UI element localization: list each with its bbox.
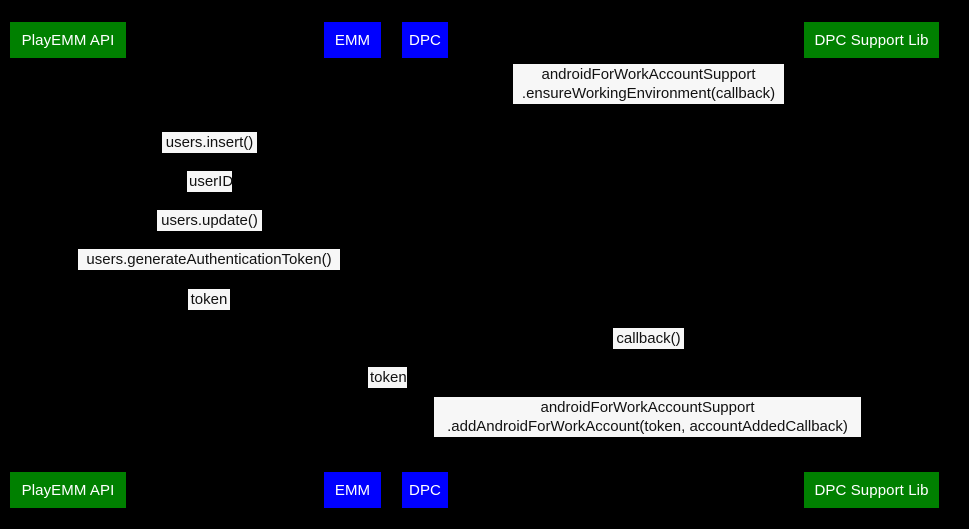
- message-text: users.update(): [161, 212, 258, 229]
- participant-top-dpc-support-lib[interactable]: DPC Support Lib: [804, 22, 939, 58]
- message-label-add-android-for-work-account: androidForWorkAccountSupport .addAndroid…: [434, 397, 861, 437]
- message-label-users-insert: users.insert(): [162, 132, 257, 153]
- participant-top-emm[interactable]: EMM: [324, 22, 381, 58]
- message-text: userID: [189, 173, 234, 190]
- message-text: users.generateAuthenticationToken(): [86, 251, 332, 268]
- message-text: token: [370, 369, 407, 386]
- message-label-callback: callback(): [613, 328, 684, 349]
- message-label-user-id: userID: [187, 171, 234, 192]
- participant-bottom-dpc[interactable]: DPC: [402, 472, 448, 508]
- message-text: token: [190, 291, 228, 308]
- participant-label: PlayEMM API: [21, 481, 115, 499]
- participant-label: EMM: [334, 481, 371, 499]
- participant-label: DPC Support Lib: [814, 31, 929, 49]
- participant-label: DPC: [409, 481, 441, 499]
- participant-top-playemm-api[interactable]: PlayEMM API: [10, 22, 126, 58]
- message-label-users-update: users.update(): [157, 210, 262, 231]
- message-label-ensure-working-environment: androidForWorkAccountSupport .ensureWork…: [513, 64, 784, 104]
- participant-label: PlayEMM API: [21, 31, 115, 49]
- participant-label: EMM: [334, 31, 371, 49]
- message-line-1: androidForWorkAccountSupport: [540, 399, 755, 416]
- participant-label: DPC: [409, 31, 441, 49]
- message-line-2: .ensureWorkingEnvironment(callback): [521, 85, 776, 102]
- message-label-token-first: token: [188, 289, 230, 310]
- participant-top-dpc[interactable]: DPC: [402, 22, 448, 58]
- participant-label: DPC Support Lib: [814, 481, 929, 499]
- message-text: users.insert(): [165, 134, 254, 151]
- participant-bottom-emm[interactable]: EMM: [324, 472, 381, 508]
- participant-bottom-playemm-api[interactable]: PlayEMM API: [10, 472, 126, 508]
- participant-bottom-dpc-support-lib[interactable]: DPC Support Lib: [804, 472, 939, 508]
- message-label-token-second: token: [368, 367, 407, 388]
- message-line-1: androidForWorkAccountSupport: [541, 66, 756, 83]
- message-line-2: .addAndroidForWorkAccount(token, account…: [447, 418, 848, 435]
- message-text: callback(): [616, 330, 681, 347]
- message-label-users-generate-authentication-token: users.generateAuthenticationToken(): [78, 249, 340, 270]
